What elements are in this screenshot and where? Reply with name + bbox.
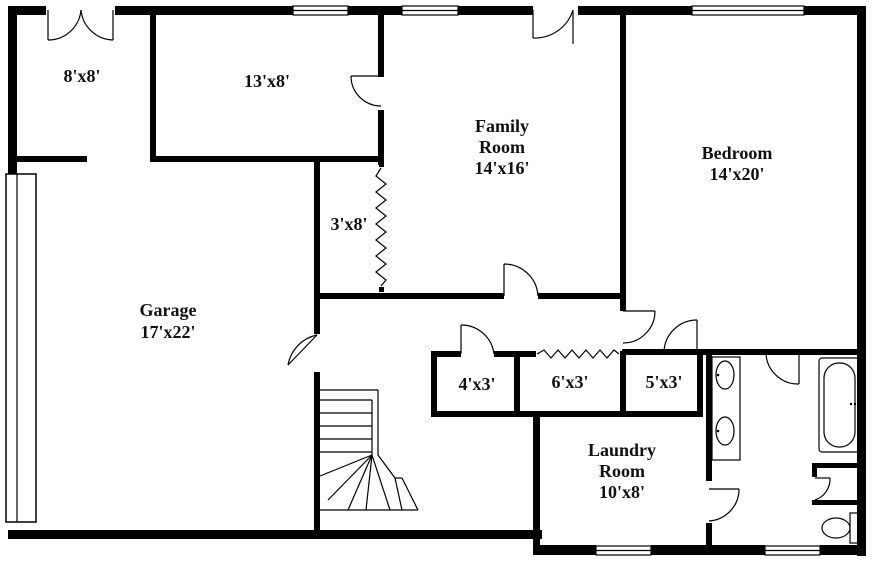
window-bottom-laundry [595, 545, 652, 556]
bifold-closet-3x8 [375, 167, 387, 287]
garage-door [5, 173, 37, 523]
closet-3x8-dims: 3'x8' [330, 214, 367, 234]
family-room-name-line2: Room [479, 137, 525, 157]
doors [47, 9, 831, 522]
laundry-room-name-line2: Room [599, 461, 645, 481]
door-family-bottom [503, 263, 539, 297]
interior-walls [17, 15, 862, 553]
exterior-walls [8, 6, 866, 556]
window-top-1 [292, 5, 349, 16]
window-top-bedroom [691, 5, 805, 16]
door-entry-double [47, 9, 114, 41]
door-wc [814, 477, 831, 501]
closet-4x3-dims: 4'x3' [458, 374, 495, 394]
family-room-dims: 14'x16' [474, 158, 529, 178]
toilet-icon [821, 512, 859, 544]
garage-dims: 17'x22' [140, 322, 195, 342]
door-closet-4x3 [460, 324, 495, 355]
garage-name: Garage [140, 300, 197, 320]
bedroom-dims: 14'x20' [709, 164, 764, 184]
window-top-2 [401, 5, 459, 16]
door-family-top [532, 9, 574, 44]
door-13x8 [350, 75, 382, 107]
door-closet-5x3 [663, 319, 698, 353]
door-bedroom [622, 310, 656, 344]
laundry-room-dims: 10'x8' [599, 482, 645, 502]
room-labels: 8'x8' 13'x8' Family Room 14'x16' Bedroom… [63, 66, 772, 502]
room-13x8-dims: 13'x8' [244, 71, 290, 91]
stairs [319, 389, 419, 511]
bedroom-name: Bedroom [702, 143, 773, 163]
windows [292, 5, 821, 556]
room-8x8-dims: 8'x8' [63, 66, 100, 86]
bifold-doors [375, 162, 620, 359]
vanity-counter [711, 356, 741, 461]
bath-fixtures [711, 356, 860, 544]
bifold-closet-6x3 [536, 349, 620, 359]
family-room-name-line1: Family [475, 116, 529, 136]
bathtub-icon [818, 357, 860, 453]
closet-5x3-dims: 5'x3' [645, 372, 682, 392]
door-garage [287, 334, 318, 366]
window-bottom-bath [764, 545, 821, 556]
sink-icon [715, 416, 735, 446]
laundry-room-name-line1: Laundry [588, 440, 656, 460]
sink-icon [715, 360, 735, 390]
closet-6x3-dims: 6'x3' [551, 372, 588, 392]
door-laundry [708, 488, 740, 522]
door-bath [765, 351, 800, 385]
